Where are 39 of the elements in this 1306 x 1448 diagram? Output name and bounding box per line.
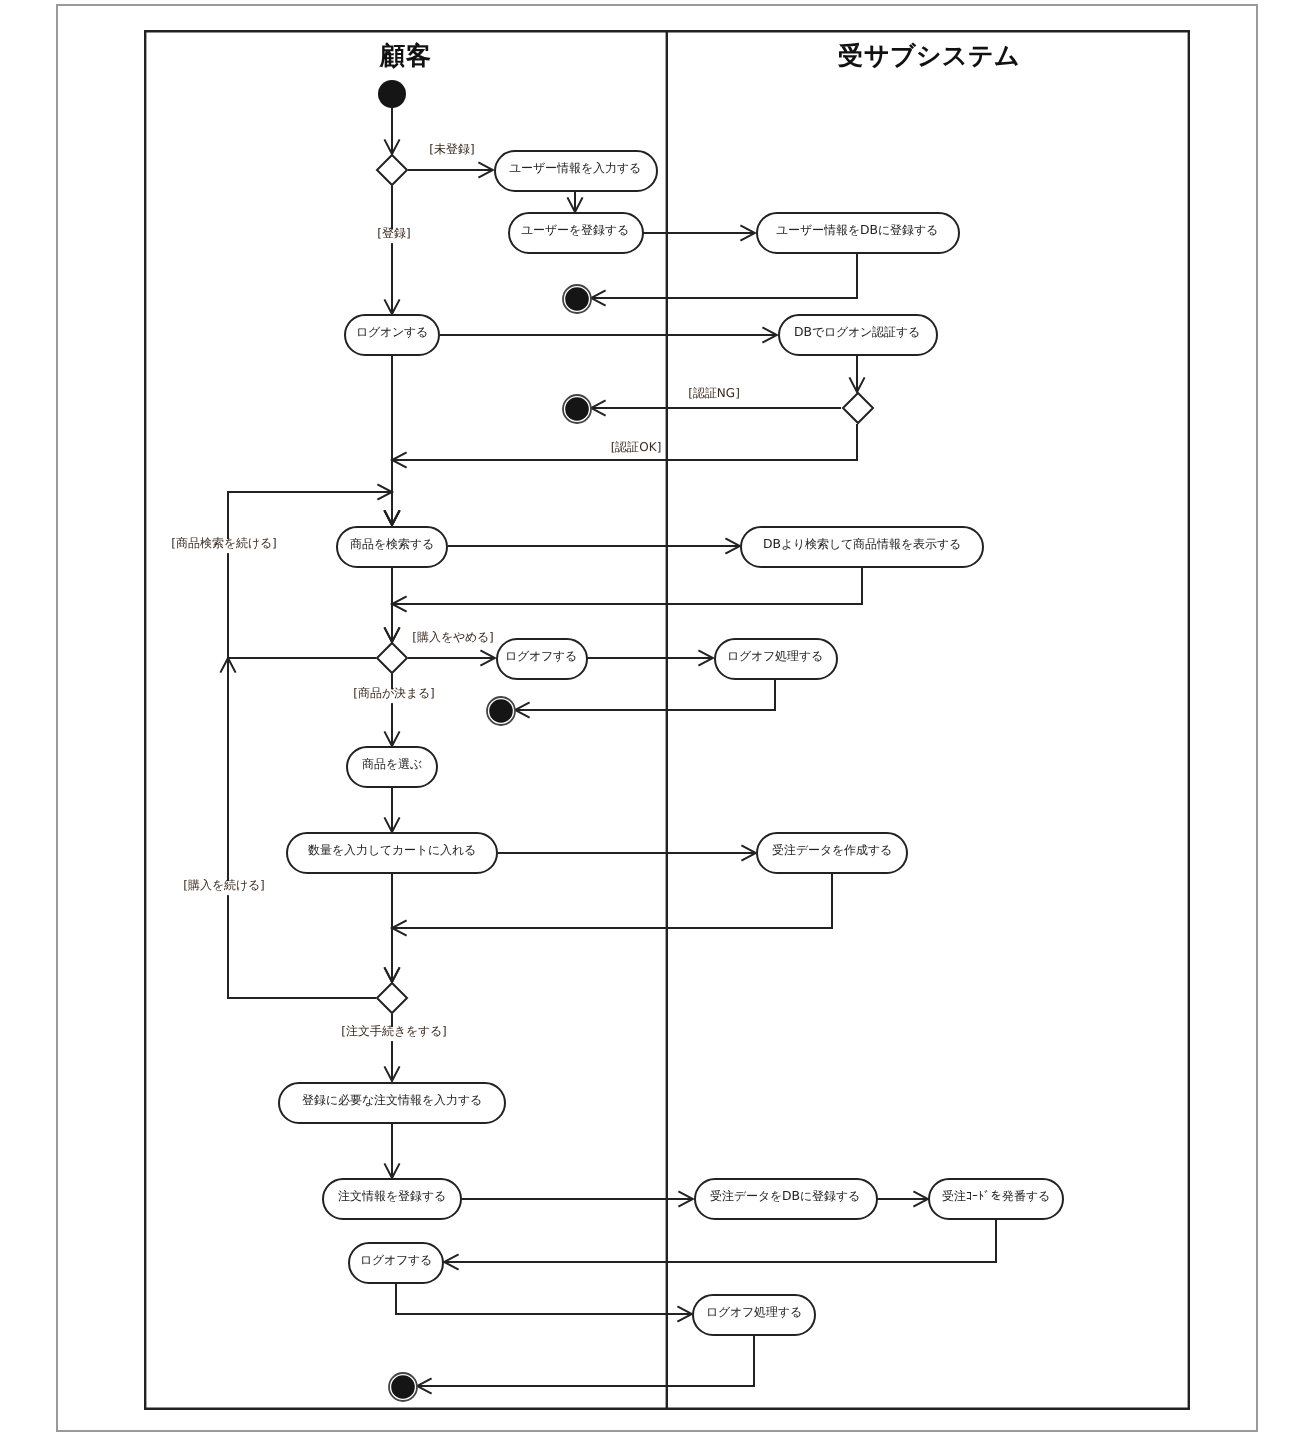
arrow	[383, 1122, 401, 1179]
lane-title: 受サブシステム	[838, 43, 1020, 69]
decision-diamond	[376, 642, 408, 674]
arrow	[876, 1190, 929, 1208]
arrow	[439, 326, 778, 344]
arrow	[219, 491, 401, 999]
arrow	[395, 1282, 693, 1323]
arrow	[447, 537, 741, 555]
arrow	[443, 1219, 997, 1271]
arrow	[497, 844, 757, 862]
swimlane	[144, 30, 668, 1410]
arrow	[383, 107, 401, 155]
arrow	[383, 185, 401, 315]
arrow	[848, 355, 866, 393]
arrow	[383, 673, 401, 747]
decision-diamond	[841, 392, 873, 424]
end-node	[485, 695, 515, 725]
arrow	[407, 649, 496, 667]
start-node	[378, 80, 406, 108]
end-node	[387, 1371, 417, 1401]
arrow	[383, 873, 401, 983]
arrow	[383, 566, 401, 643]
decision-diamond	[376, 154, 408, 186]
arrow	[590, 399, 842, 417]
arrow	[590, 253, 858, 307]
arrow	[407, 161, 494, 179]
swimlane	[668, 30, 1190, 1410]
arrow	[586, 649, 714, 667]
arrow	[514, 678, 776, 719]
arrow	[566, 190, 584, 213]
decision-diamond	[376, 982, 408, 1014]
arrow	[642, 224, 756, 242]
end-node	[561, 393, 591, 423]
arrow	[461, 1190, 694, 1208]
arrow	[383, 787, 401, 833]
lane-title: 顧客	[380, 43, 432, 69]
arrow	[383, 1013, 401, 1082]
arrow	[416, 1334, 755, 1395]
end-node	[561, 283, 591, 313]
